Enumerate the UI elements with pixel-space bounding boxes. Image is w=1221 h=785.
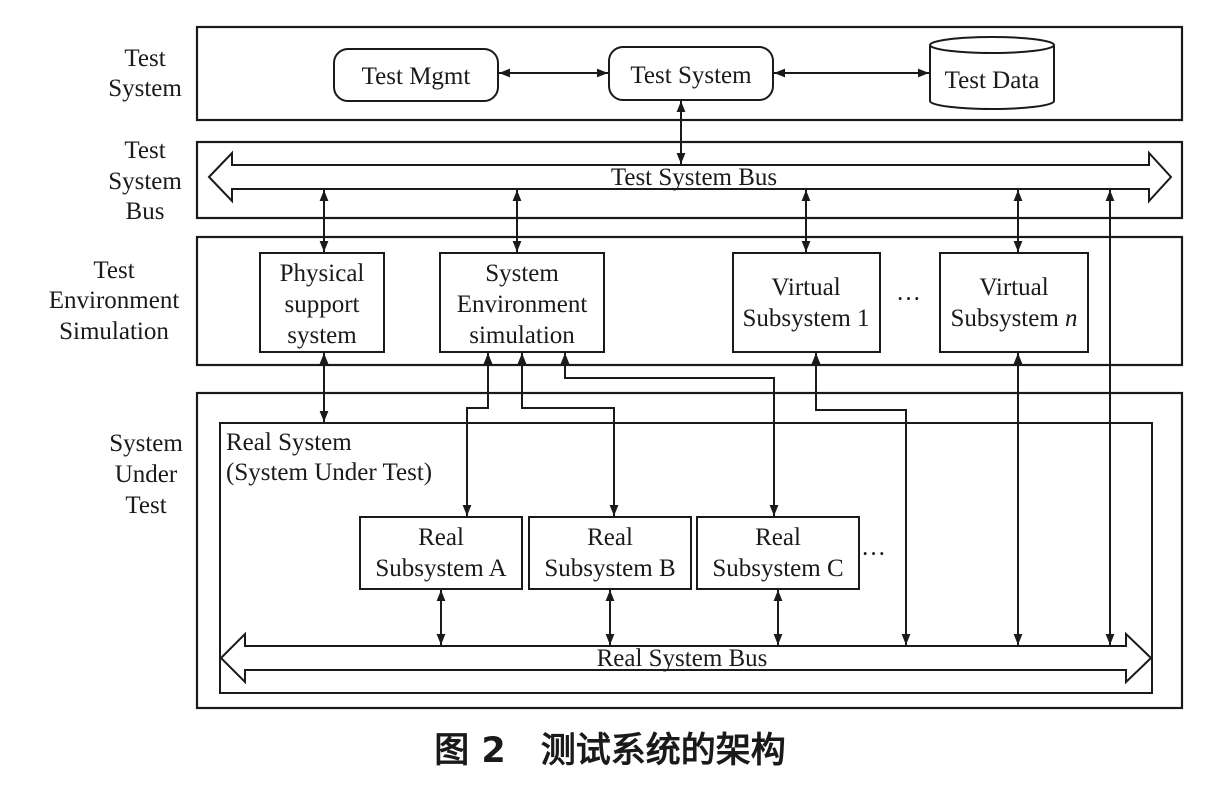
node-label-line: Real <box>755 524 801 551</box>
node-label-line: support <box>285 291 360 318</box>
layer-label-line: Under <box>115 461 178 488</box>
arrow-envsim-real-c <box>560 353 779 516</box>
node-label-line: Real <box>418 524 464 551</box>
node-label-line: Real <box>587 524 633 551</box>
node-label-line: Physical <box>280 260 365 287</box>
real-system-title: Real System <box>226 429 352 456</box>
node-label-line: system <box>287 322 357 349</box>
ellipsis-virtual: ··· <box>896 286 921 313</box>
layer-label-line: Test <box>124 45 165 72</box>
test-data-database: Test Data <box>929 36 1055 110</box>
real-subsystem-a-node: Real Subsystem A <box>359 516 523 590</box>
test-data-label: Test Data <box>945 67 1040 94</box>
layer-label-line: Test <box>124 137 165 164</box>
layer-label-test-env-sim: Test Environment Simulation <box>49 257 180 345</box>
connectors <box>319 68 1115 645</box>
node-label-line: Virtual <box>771 274 840 301</box>
test-mgmt-node: Test Mgmt <box>333 48 499 102</box>
node-label-line: Subsystem n <box>950 305 1077 332</box>
test-mgmt-label: Test Mgmt <box>362 63 471 90</box>
layer-label-test-system: Test System <box>108 45 182 102</box>
layer-label-system-under-test: System Under Test <box>109 430 183 519</box>
layer-label-test-system-bus: Test System Bus <box>108 137 182 225</box>
figure-caption: 图 2 测试系统的架构 <box>434 731 786 771</box>
node-label-line: Environment <box>457 291 588 318</box>
node-label-line: Subsystem B <box>544 555 675 582</box>
layer-label-line: Environment <box>49 287 180 314</box>
test-system-bus: Test System Bus <box>207 150 1173 204</box>
arrow-envsim-real-a <box>462 353 493 516</box>
layer-label-line: Test <box>125 492 166 519</box>
layer-label-line: Test <box>93 257 134 284</box>
node-label-line: simulation <box>469 322 575 349</box>
system-env-sim-node: System Environment simulation <box>439 252 605 353</box>
physical-support-node: Physical support system <box>259 252 385 353</box>
layer-label-line: System <box>109 430 183 457</box>
node-label-line: Subsystem 1 <box>742 305 869 332</box>
arrow-virtual1-realbus <box>811 353 911 645</box>
ellipsis-real: ··· <box>861 541 886 568</box>
layer-label-line: System <box>108 75 182 102</box>
real-system-subtitle: (System Under Test) <box>226 459 432 486</box>
node-label-line: System <box>485 260 559 287</box>
node-label-line: Subsystem A <box>375 555 506 582</box>
virtual-subsystem-1-node: Virtual Subsystem 1 <box>732 252 881 353</box>
node-label-line: Subsystem C <box>712 555 843 582</box>
real-system-bus: Real System Bus <box>219 631 1153 685</box>
real-system-bus-label: Real System Bus <box>597 645 768 672</box>
test-system-node: Test System <box>608 46 774 101</box>
node-label-line: Virtual <box>979 274 1048 301</box>
real-subsystem-b-node: Real Subsystem B <box>528 516 692 590</box>
virtual-subsystem-n-node: Virtual Subsystem n <box>939 252 1089 353</box>
layer-label-line: Bus <box>126 198 165 225</box>
test-system-label: Test System <box>630 62 752 89</box>
layer-label-line: Simulation <box>59 318 169 345</box>
layer-label-line: System <box>108 168 182 195</box>
test-system-bus-label: Test System Bus <box>611 164 777 191</box>
real-subsystem-c-node: Real Subsystem C <box>696 516 860 590</box>
